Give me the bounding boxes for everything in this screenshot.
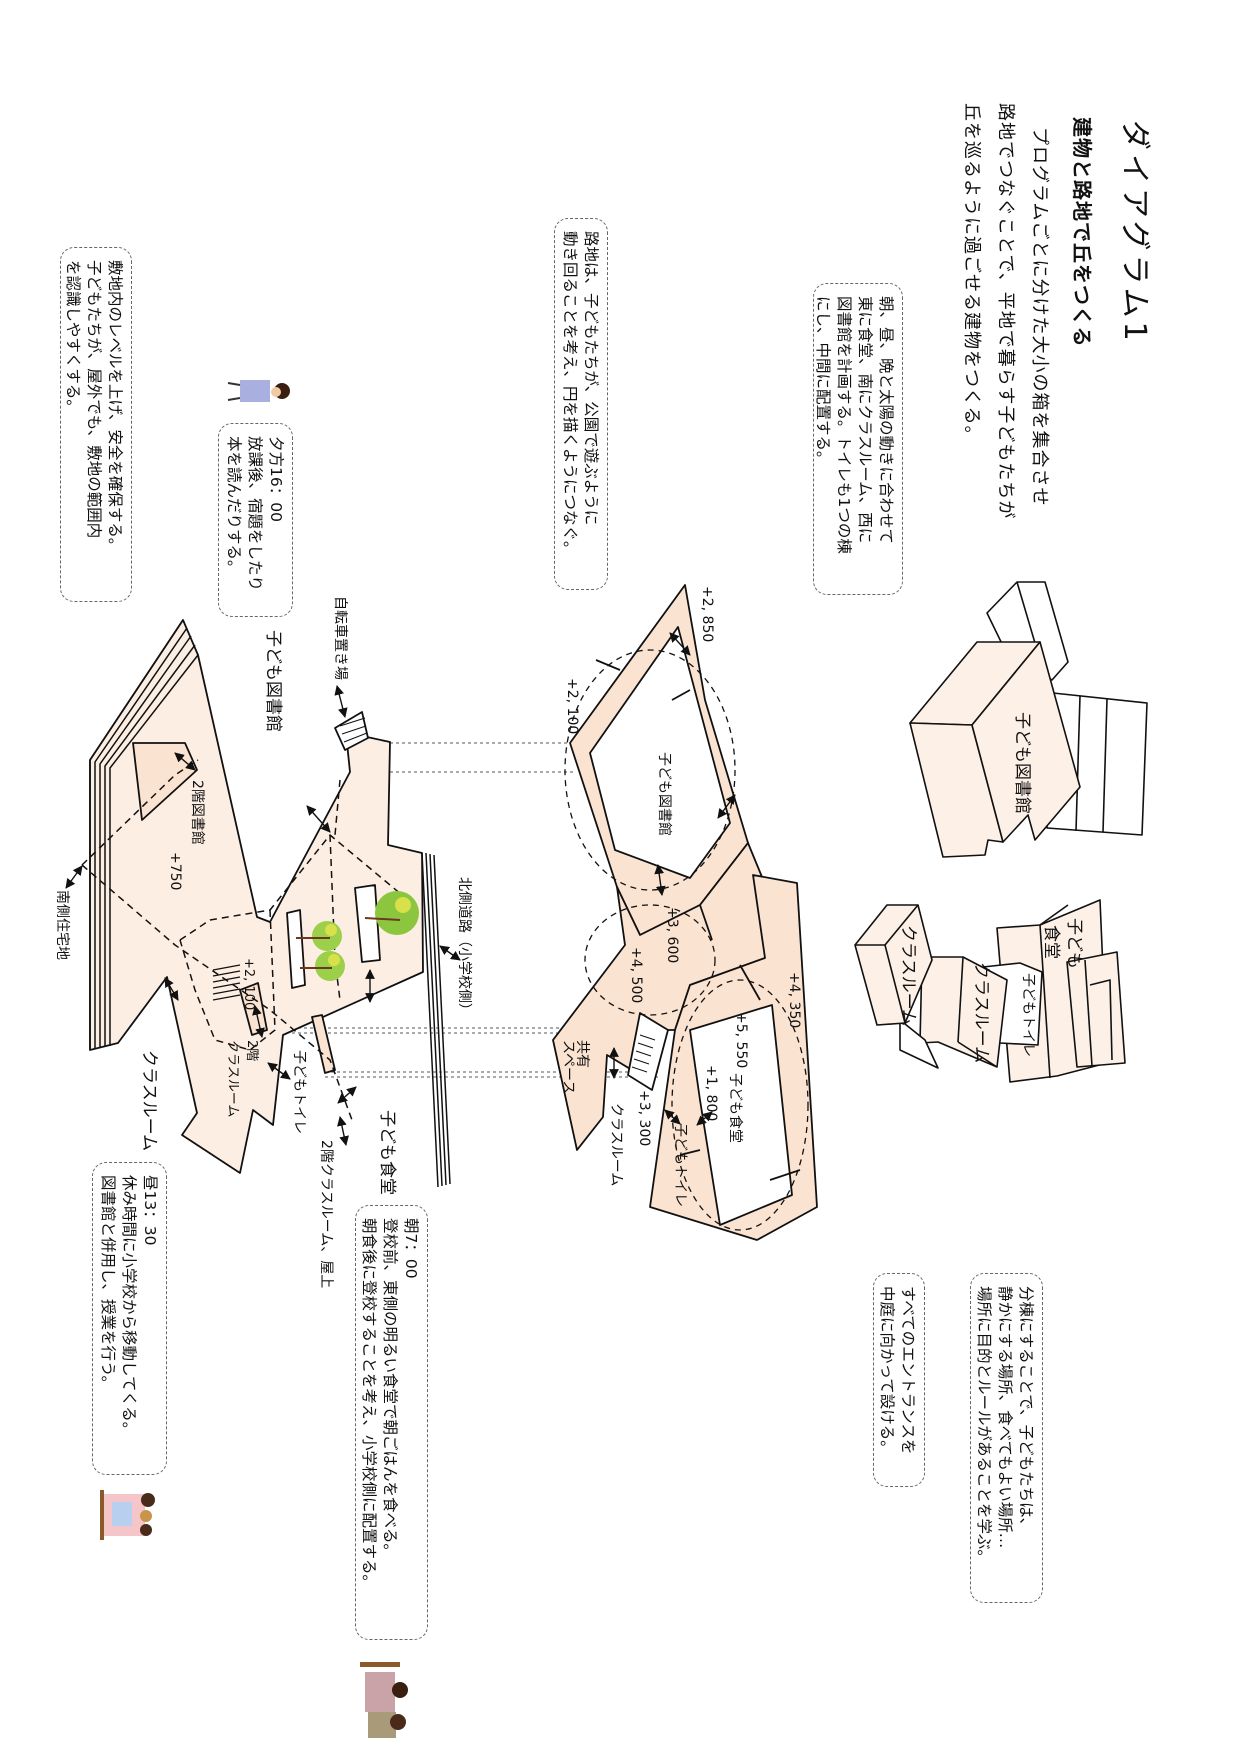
note-line: 路地は、子どもたちが、公園で遊ぶように: [582, 231, 600, 526]
note-line: 分棟にすることで、子どもたちは、: [1017, 1286, 1035, 1534]
note-line: 図書館を計画する。トイレも1つの棟: [835, 296, 853, 554]
note-line: 動き回ることを考え、円を描くようにつなぐ。: [561, 231, 579, 557]
trees: [312, 891, 419, 981]
note-site-level: 敷地内のレベルを上げ、安全を確保する。 子どもたちが、屋外でも、敷地の範囲内 を…: [60, 247, 132, 602]
note-line: 朝、昼、晩と太陽の動きに合わせて: [877, 296, 895, 545]
note-line: すべてのエントランスを: [899, 1286, 917, 1455]
dining-circle: [671, 979, 809, 1231]
library-2f-label: 2階図書館: [189, 780, 206, 845]
dining-alley-ring: [649, 874, 818, 1241]
note-line: 朝食後に登校することを考え、小学校側に配置する。: [360, 1218, 378, 1591]
level-1800: +1, 800: [703, 1065, 719, 1121]
plan-classroom-label: クラスルーム: [139, 1050, 159, 1151]
note-line: 子どもたちが、屋外でも、敷地の範囲内: [85, 260, 103, 539]
bike-stair-hatch: [339, 717, 368, 743]
section-shared-label-1: 共有: [574, 1040, 590, 1068]
section-classroom-label: クラスルーム: [608, 1103, 624, 1186]
note-line: 図書館と併用し、授業を行う。: [99, 1175, 117, 1392]
planter-1: [354, 884, 381, 963]
note-morning: 朝7：00 登校前、東側の明るい食堂で朝ごはんを食べる。 朝食後に登校することを…: [355, 1205, 428, 1640]
site-plan: [65, 619, 461, 1188]
section-library-label: 子ども図書館: [656, 752, 673, 836]
note-line: 中庭に向かって設ける。: [878, 1286, 896, 1456]
stair-hatch: [631, 1034, 656, 1073]
massing-label-classroom-2: クラスルーム: [971, 962, 991, 1063]
note-line: 放課後、宿題をしたり: [246, 436, 264, 592]
massing-white-box-low: [899, 1019, 939, 1069]
section-shared-label-2: スペース: [560, 1040, 576, 1094]
site-edge-steps: [89, 619, 199, 1050]
note-entrance: すべてのエントランスを 中庭に向かって設ける。: [873, 1273, 925, 1487]
plan-level-2100: +2, 100: [241, 958, 256, 1010]
section-toilet-label: 子どもトイレ: [672, 1123, 688, 1207]
plan-dining-label: 子ども食堂: [377, 1110, 397, 1195]
note-line: 静かにする場所、食べてもよい場所…: [996, 1286, 1014, 1549]
level-4350: +4, 350: [786, 972, 802, 1028]
massing-label-toilet: 子どもトイレ: [1020, 973, 1036, 1057]
girl-walking-illustration: [227, 380, 290, 402]
massing-model: [854, 581, 1148, 1083]
level-2100: +2, 100: [564, 678, 580, 734]
plan-labels: 自転車置き場 子ども図書館 2階図書館 +750 南側住宅地 北側道路（小学校側…: [54, 596, 473, 1288]
family-breakfast-illustration: [360, 1662, 408, 1738]
note-line: 昼13：30: [141, 1175, 159, 1246]
junction-circle: [584, 904, 716, 1016]
note-line: を認識しやすくする。: [64, 260, 82, 415]
massing-label-classroom-1: クラスルーム: [898, 925, 918, 1026]
plan-library-label: 子ども図書館: [263, 630, 283, 732]
stair-box: [627, 1012, 669, 1091]
bike-parking-label: 自転車置き場: [332, 596, 349, 680]
note-line: 登校前、東側の明るい食堂で朝ごはんを食べる。: [381, 1218, 399, 1560]
level-750: +750: [167, 852, 183, 890]
massing-label-dining-2: 食堂: [1041, 925, 1061, 959]
note-line: 敷地内のレベルを上げ、安全を確保する。: [106, 260, 124, 554]
note-line: 東に食堂、南にクラスルーム、西に: [856, 296, 874, 544]
massing-label-library: 子ども図書館: [1012, 712, 1032, 814]
note-separate-buildings: 分棟にすることで、子どもたちは、 静かにする場所、食べてもよい場所… 場所に目的…: [970, 1273, 1043, 1603]
section-dining-label: 子ども食堂: [727, 1073, 744, 1143]
note-alley: 路地は、子どもたちが、公園で遊ぶように 動き回ることを考え、円を描くようにつなぐ…: [554, 218, 608, 590]
concept-line-1: プログラムごとに分けた大小の箱を集合させ: [1029, 127, 1050, 507]
level-2850: +2, 850: [699, 586, 715, 642]
massing-library-box-side: [971, 641, 1081, 843]
level-5550: +5, 550: [733, 1012, 749, 1068]
plan-arrows: [65, 685, 461, 1146]
level-3600: +3, 600: [664, 907, 680, 963]
level-4500: +4, 500: [628, 947, 644, 1003]
alley-diagram: [552, 584, 818, 1241]
note-line: 朝7：00: [402, 1218, 420, 1279]
alley-circles: [564, 649, 809, 1231]
classroom-2f-label-a: 2階: [244, 1040, 259, 1061]
classroom-2f-label-b: クラスルーム: [225, 1040, 240, 1117]
north-road-label: 北側道路（小学校側）: [456, 877, 473, 1017]
note-evening: 夕方16：00 放課後、宿題をしたり 本を読んだりする。: [218, 423, 293, 617]
plan-toilet-label: 子どもトイレ: [291, 1050, 307, 1134]
massing-label-dining-1: 子ども: [1064, 918, 1084, 969]
page-subtitle: 建物と路地で丘をつくる: [1070, 117, 1094, 348]
tree-trunks: [296, 917, 401, 969]
note-line: にし、中間に配置する。: [814, 296, 832, 467]
note-noon: 昼13：30 休み時間に小学校から移動してくる。 図書館と併用し、授業を行う。: [92, 1162, 167, 1475]
concept-line-3: 丘を巡るように過ごせる建物をつくる。: [961, 103, 982, 445]
note-line: 場所に目的とルールがあることを学ぶ。: [975, 1286, 993, 1566]
page-title: ダイアグラム1: [1117, 120, 1152, 345]
south-housing-label: 南側住宅地: [54, 890, 70, 960]
access-arrows: [609, 632, 736, 1126]
note-line: 本を読んだりする。: [225, 436, 243, 576]
concept-line-2: 路地でつなぐことで、平地で暮らす子どもたちが: [995, 103, 1016, 520]
library-circle: [564, 649, 736, 891]
note-line: 夕方16：00: [267, 436, 285, 522]
massing-classroom-box-1: [854, 904, 933, 1026]
stair-hatch-plan: [212, 964, 241, 1001]
classroom-roof-label: 2階クラスルーム、屋上: [318, 1140, 334, 1288]
note-line: 休み時間に小学校から移動してくる。: [120, 1175, 138, 1438]
section-labels: +2, 850 +2, 100 子ども図書館 +3, 600 +4, 500 +…: [560, 586, 802, 1207]
massing-labels: 子ども図書館 クラスルーム クラスルーム 子どもトイレ 子ども 食堂: [898, 712, 1084, 1063]
level-3300: +3, 300: [636, 1090, 652, 1146]
children-at-table-illustration: [100, 1490, 155, 1540]
note-sun-orientation: 朝、昼、晩と太陽の動きに合わせて 東に食堂、南にクラスルーム、西に 図書館を計画…: [813, 283, 903, 595]
north-road-edge: [421, 852, 451, 1188]
